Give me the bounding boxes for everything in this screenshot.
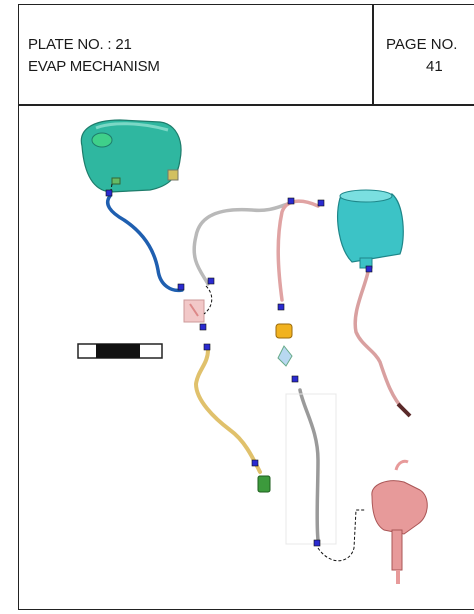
junction-fitting <box>183 299 205 323</box>
header-column-divider <box>372 4 374 104</box>
plate-title: EVAP MECHANISM <box>28 58 160 75</box>
page-label: PAGE NO. <box>386 36 458 53</box>
header-divider <box>18 104 474 106</box>
clip-icon <box>105 189 373 547</box>
grey-lower-hose <box>298 388 320 542</box>
yellow-hose <box>193 348 262 474</box>
pipe-end-cap <box>396 402 412 418</box>
fuse-icon <box>77 343 163 359</box>
filter-icon <box>257 475 271 493</box>
canister-icon <box>337 189 404 269</box>
plate-number: PLATE NO. : 21 <box>28 36 132 53</box>
page-info: PAGE NO. 41 <box>386 34 457 78</box>
carb-dash-link <box>317 509 366 562</box>
page-number: 41 <box>426 58 443 75</box>
valve-icon <box>275 323 293 367</box>
plate-info: PLATE NO. : 21 EVAP MECHANISM <box>28 34 160 78</box>
blue-hose <box>105 194 184 293</box>
plate-frame <box>18 4 474 610</box>
carburetor-icon <box>371 459 428 584</box>
pink-hose <box>276 199 320 302</box>
hose-highlight-box <box>285 393 337 545</box>
junction-dash-link <box>203 285 213 315</box>
grey-upper-hose <box>192 202 290 286</box>
fuel-tank-icon <box>80 119 182 193</box>
canister-outlet-pipe <box>353 270 406 412</box>
